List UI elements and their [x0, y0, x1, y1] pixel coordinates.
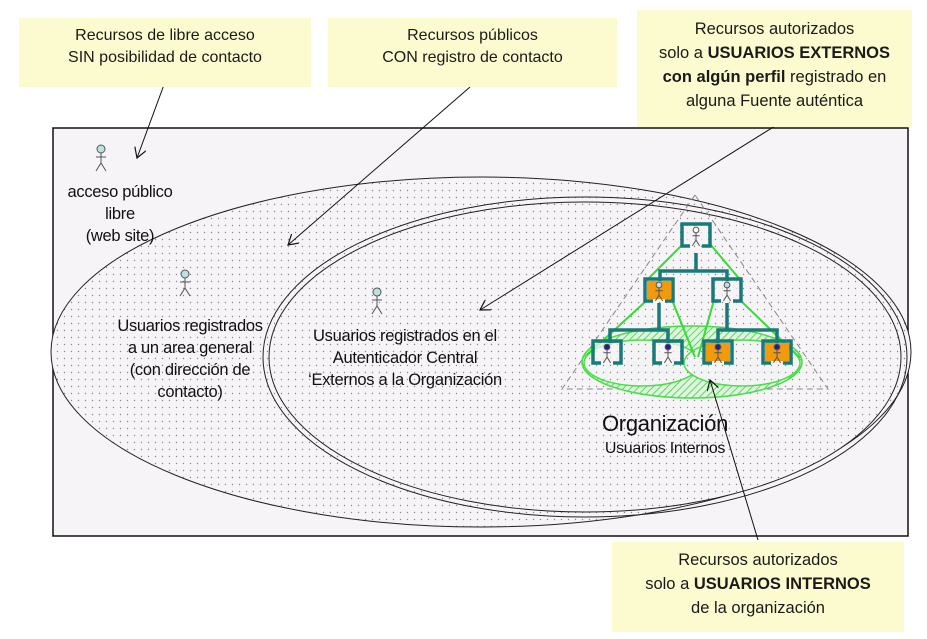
label-public-access: acceso público libre (web site) [45, 181, 195, 247]
org-node-manager-right-person-icon [722, 281, 732, 302]
label-central-line1: Usuarios registrados en el [313, 327, 497, 345]
callout-internal-line2-bold: USUARIOS INTERNOS [693, 575, 871, 593]
callout-free-access: Recursos de libre acceso SIN posibilidad… [19, 18, 311, 87]
org-node-director-person-icon [691, 226, 701, 247]
org-node-manager-left [643, 277, 675, 303]
callout-external-users: Recursos autorizados solo a USUARIOS EXT… [637, 10, 912, 127]
label-registered-line3: (con dirección de [129, 361, 251, 379]
org-node-staff-1 [591, 339, 623, 365]
callout-arrows [137, 81, 784, 541]
callout-public-resources-line2: CON registro de contacto [382, 49, 563, 66]
label-public-line1: acceso público [67, 183, 173, 201]
central-auth-user-icon [371, 287, 383, 315]
callout-internal-users-line2: solo a USUARIOS INTERNOS [612, 572, 904, 596]
label-public-line2: libre [105, 205, 135, 223]
label-central-line2: Autenticador Central [332, 349, 478, 367]
callout-external-users-line1: Recursos autorizados [694, 20, 855, 38]
org-node-staff-1-person-icon [602, 343, 612, 364]
callout-external-line2-pre: solo a [658, 44, 708, 62]
label-registered-line4: contacto) [157, 383, 223, 401]
arrow-libre [137, 81, 166, 158]
label-organization: Organización Usuarios Internos [585, 410, 745, 460]
org-node-staff-4 [761, 339, 793, 365]
label-registered-general: Usuarios registrados a un area general (… [100, 315, 280, 403]
arrow-publicos [288, 86, 471, 245]
callout-internal-users-line1: Recursos autorizados [678, 551, 838, 569]
label-central-line3: ‘Externos a la Organización [308, 371, 502, 389]
label-central-auth: Usuarios registrados en el Autenticador … [290, 325, 520, 391]
callout-free-access-line2: SIN posibilidad de contacto [68, 49, 262, 66]
callout-external-users-line4: alguna Fuente auténtica [685, 92, 864, 110]
callout-external-users-line3: con algún perfil registrado en [637, 65, 912, 89]
org-node-manager-right [711, 277, 743, 303]
org-node-staff-3-person-icon [713, 343, 723, 364]
zone-central-auth-outer [262, 196, 908, 518]
callout-free-access-line1: Recursos de libre acceso [75, 27, 255, 44]
callout-internal-line2-pre: solo a [645, 575, 694, 593]
callout-external-line2-bold: USUARIOS EXTERNOS [707, 44, 891, 62]
arrow-externos [480, 120, 784, 310]
callout-external-users-line2: solo a USUARIOS EXTERNOS [637, 41, 912, 65]
callout-public-resources-line1: Recursos públicos [407, 27, 538, 44]
organization-title: Organización [601, 411, 729, 436]
org-node-staff-2 [652, 339, 684, 365]
registered-user-icon [179, 269, 191, 297]
label-registered-line1: Usuarios registrados [117, 317, 263, 335]
org-node-director [680, 222, 712, 248]
arrow-internos [710, 380, 759, 541]
callout-internal-users: Recursos autorizados solo a USUARIOS INT… [612, 542, 904, 632]
org-node-staff-3 [702, 339, 734, 365]
org-node-staff-2-person-icon [663, 343, 673, 364]
label-registered-line2: a un area general [127, 339, 253, 357]
callout-internal-users-line3: de la organización [691, 599, 825, 617]
callout-external-line3-post: registrado en [785, 68, 887, 86]
public-user-icon [95, 144, 107, 172]
organization-subtitle: Usuarios Internos [604, 440, 726, 457]
org-node-staff-4-person-icon [772, 343, 782, 364]
callout-external-line3-bold: con algún perfil [662, 68, 786, 86]
org-node-manager-left-person-icon [654, 281, 664, 302]
callout-public-resources: Recursos públicos CON registro de contac… [328, 18, 617, 87]
label-public-line3: (web site) [85, 227, 155, 245]
